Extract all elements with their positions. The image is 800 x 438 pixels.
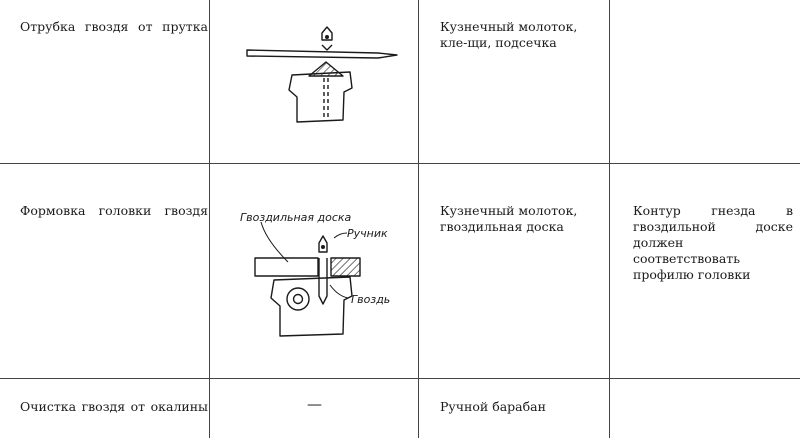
rod-icon bbox=[246, 49, 398, 59]
chisel-icon bbox=[321, 26, 333, 41]
label-nail: Гвоздь bbox=[351, 293, 390, 306]
row-divider-2 bbox=[0, 378, 800, 379]
row2-tools: Кузнечный молоток, гвоздильная доска bbox=[440, 203, 578, 234]
row3-sketch-dash: — bbox=[307, 395, 322, 413]
hardy-chisel-icon bbox=[308, 61, 344, 77]
row3-operation: Очистка гвоздя от окалины bbox=[20, 399, 208, 414]
row2-note: Контур гнезда в гвоздильной доске должен… bbox=[633, 203, 793, 282]
row1-operation: Отрубка гвоздя от прутка bbox=[20, 19, 208, 34]
label-nail-board: Гвоздильная доска bbox=[240, 211, 352, 224]
forming-sketch bbox=[254, 221, 361, 337]
nail-board-icon bbox=[254, 257, 319, 277]
column-divider-2 bbox=[418, 0, 419, 438]
row2-operation: Формовка головки гвоздя bbox=[20, 203, 208, 218]
row1-tools: Кузнечный молоток, кле-щи, подсечка bbox=[440, 19, 578, 50]
anvil-icon bbox=[270, 276, 353, 337]
column-divider-3 bbox=[609, 0, 610, 438]
row-divider-1 bbox=[0, 163, 800, 164]
row3-tools: Ручной барабан bbox=[440, 399, 546, 414]
hand-hammer-icon bbox=[318, 235, 328, 253]
nail-icon bbox=[318, 258, 328, 305]
anvil-icon bbox=[288, 71, 353, 123]
label-hand-hammer: Ручник bbox=[347, 227, 388, 240]
cutting-sketch bbox=[246, 26, 398, 123]
column-divider-1 bbox=[209, 0, 210, 438]
